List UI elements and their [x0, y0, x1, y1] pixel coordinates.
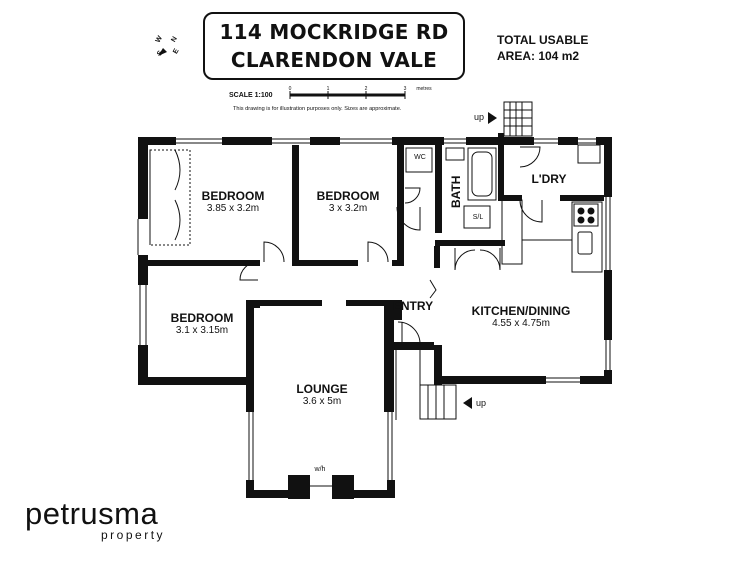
compass-arrow-icon [158, 48, 167, 56]
interior-walls [148, 145, 604, 306]
scale-unit: metres [416, 86, 432, 92]
scale-tick-0: 0 [288, 86, 292, 92]
room-name: BEDROOM [201, 189, 265, 203]
arrows [463, 112, 497, 409]
brand-logo: petrusma [25, 496, 159, 531]
room-bath: BATH [449, 175, 463, 208]
room-name: BEDROOM [316, 189, 380, 203]
room-bedroom-2: BEDROOM 3 x 3.2m [317, 189, 380, 214]
scale-tick-2: 2 [364, 86, 368, 92]
room-name: KITCHEN/DINING [471, 304, 571, 318]
up-arrow-top [488, 112, 497, 124]
total-area: TOTAL USABLE AREA: 104 m2 [497, 32, 588, 64]
scale-tick-3: 3 [403, 86, 407, 92]
stairs [395, 101, 533, 420]
up-arrow-bottom [463, 397, 472, 409]
area-label: TOTAL USABLE [497, 33, 589, 47]
scale-tick-1: 1 [326, 86, 330, 92]
compass-rose: N S E W [150, 26, 186, 62]
water-heater-label: w/h [314, 466, 326, 473]
stairs-up-bottom-label: up [476, 398, 487, 408]
windows [137, 138, 611, 494]
area-value: AREA: 104 m2 [497, 49, 580, 63]
scale-label: SCALE 1:100 [229, 92, 273, 99]
title-box: 114 MOCKRIDGE RD CLARENDON VALE [203, 12, 465, 80]
title-suburb: CLARENDON VALE [230, 48, 438, 72]
fixtures [405, 144, 603, 273]
doors [149, 146, 543, 347]
room-lounge: LOUNGE 3.6 x 5m [296, 382, 347, 407]
room-dims: 3 x 3.2m [328, 203, 368, 214]
disclaimer: This drawing is for illustration purpose… [233, 106, 402, 112]
room-sl: S/L [472, 214, 484, 221]
room-bedroom-3: BEDROOM 3.1 x 3.15m [171, 311, 234, 336]
room-dims: 3.1 x 3.15m [175, 325, 229, 336]
room-dims: 3.85 x 3.2m [206, 203, 260, 214]
room-name: LOUNGE [296, 382, 348, 396]
room-dims: 4.55 x 4.75m [492, 318, 550, 329]
stairs-up-top-label: up [474, 112, 485, 122]
exterior-walls [138, 133, 612, 499]
room-kitchen-dining: KITCHEN/DINING 4.55 x 4.75m [472, 304, 571, 329]
room-name: BEDROOM [170, 311, 234, 325]
scale-bar [289, 91, 406, 99]
room-laundry: L'DRY [531, 172, 567, 186]
title-street: 114 MOCKRIDGE RD [219, 20, 449, 44]
room-wc: WC [414, 154, 426, 161]
room-entry: ENTRY [392, 299, 434, 313]
brand-subtitle: property [101, 528, 166, 542]
room-dims: 3.6 x 5m [302, 396, 342, 407]
room-bedroom-1: BEDROOM 3.85 x 3.2m [202, 189, 265, 214]
